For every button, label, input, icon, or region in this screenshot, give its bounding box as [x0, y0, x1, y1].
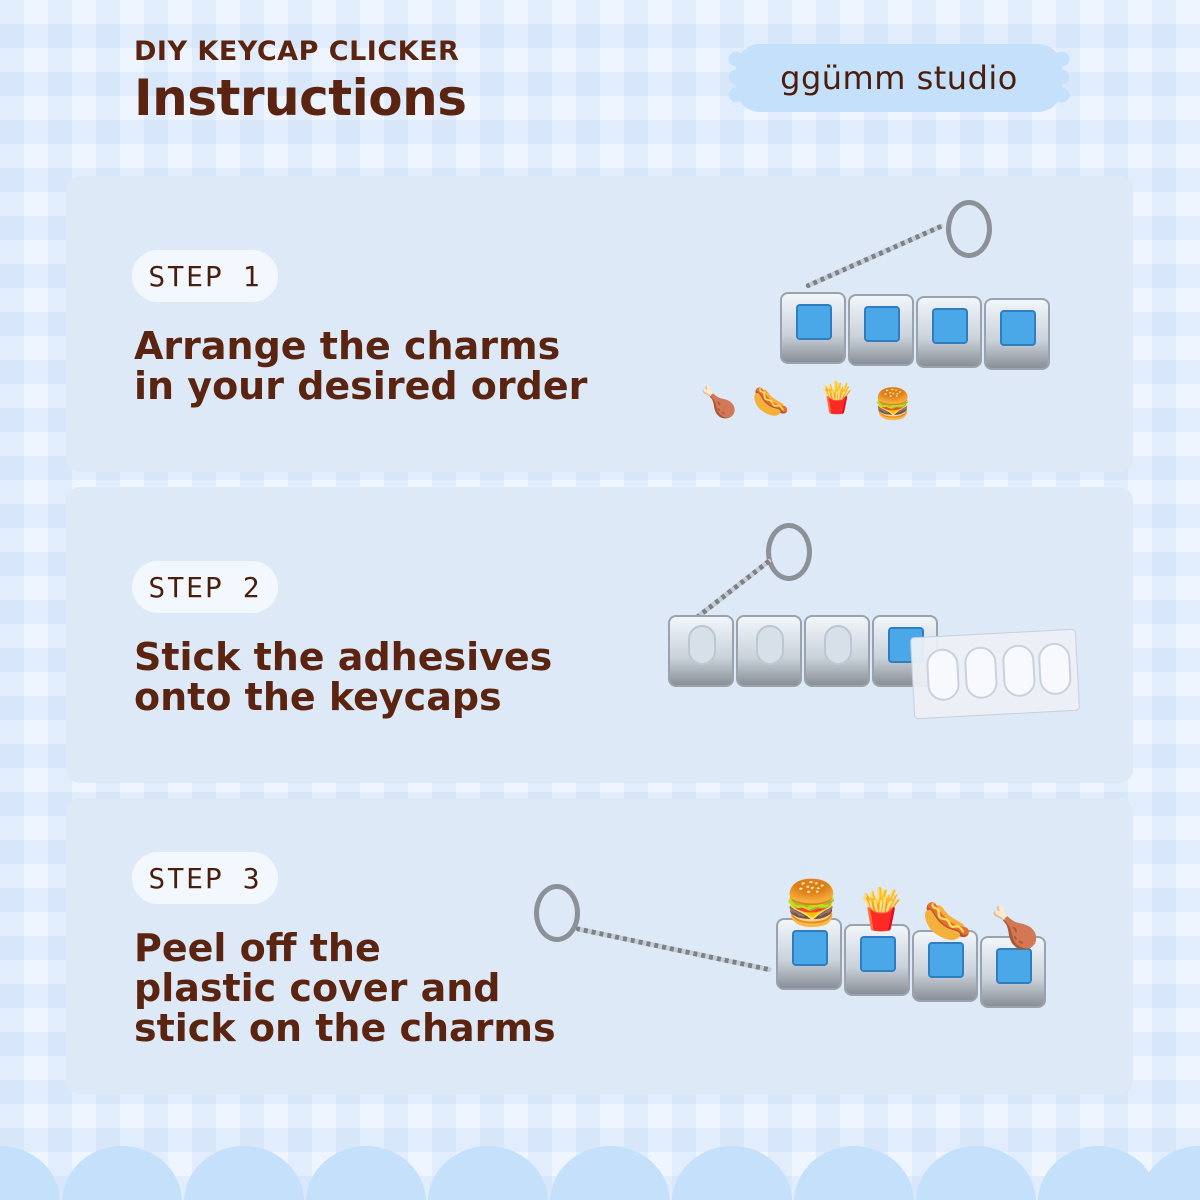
wave — [550, 1146, 670, 1200]
keycap — [780, 292, 846, 364]
keyring-icon — [946, 200, 992, 258]
header: DIY KEYCAP CLICKER Instructions — [134, 36, 467, 126]
step-3-keycap-clicker: 🍔 🍟 🌭 🍗 — [526, 868, 1046, 1048]
adhesive-dot — [1001, 643, 1037, 698]
brand-badge: ggümm studio — [728, 44, 1070, 112]
switch — [864, 306, 900, 342]
step-3-card: STEP 3 Peel off the plastic cover and st… — [66, 798, 1133, 1094]
wave — [672, 1146, 792, 1200]
step-1-card: STEP 1 Arrange the charms in your desire… — [66, 176, 1133, 472]
chain — [804, 223, 945, 289]
keycap — [980, 936, 1046, 1008]
adhesive-pad — [688, 625, 716, 665]
adhesive-dot — [963, 645, 999, 700]
step-1-label: STEP 1 — [132, 250, 278, 302]
subtitle: DIY KEYCAP CLICKER — [134, 36, 460, 67]
wave — [916, 1146, 1036, 1200]
burger-icon: 🍔 — [784, 878, 839, 929]
switch — [796, 304, 832, 340]
step-2-card: STEP 2 Stick the adhesives onto the keyc… — [66, 487, 1133, 783]
adhesive-pad — [756, 625, 784, 665]
fries-icon: 🍟 — [856, 887, 906, 933]
chicken-drumstick-icon: 🍗 — [990, 905, 1040, 951]
wave — [184, 1146, 304, 1200]
burger-icon: 🍔 — [874, 387, 912, 422]
switch — [996, 948, 1032, 984]
keycap — [668, 615, 734, 687]
keyring-icon — [766, 523, 812, 581]
step-2-label: STEP 2 — [132, 561, 278, 613]
adhesive-dot — [925, 647, 961, 702]
keycap — [736, 615, 802, 687]
hotdog-icon: 🌭 — [922, 899, 972, 945]
step-3-text: Peel off the plastic cover and stick on … — [134, 926, 556, 1050]
switch — [860, 936, 896, 972]
wave — [0, 1146, 60, 1200]
chain — [575, 926, 773, 973]
wave — [306, 1146, 426, 1200]
wave — [1140, 1146, 1200, 1200]
chicken-drumstick-icon: 🍗 — [700, 385, 738, 420]
switch — [1000, 310, 1036, 346]
keycap — [916, 296, 982, 368]
switch — [792, 930, 828, 966]
keycap — [804, 615, 870, 687]
adhesive-pad — [824, 625, 852, 665]
hotdog-icon: 🌭 — [752, 385, 790, 420]
switch — [932, 308, 968, 344]
adhesive-dot — [1037, 642, 1073, 696]
step-2-keycap-clicker — [666, 507, 1086, 727]
step-2-text: Stick the adhesives onto the keycaps — [134, 635, 553, 719]
page-title: Instructions — [134, 69, 467, 127]
adhesive-sheet — [909, 628, 1081, 720]
step-1-text: Arrange the charms in your desired order — [134, 324, 588, 408]
footer-decoration — [0, 1144, 1200, 1200]
wave — [794, 1146, 914, 1200]
step-1-keycap-clicker — [776, 196, 1056, 386]
wave — [428, 1146, 548, 1200]
keycap — [776, 918, 842, 990]
step-3-label: STEP 3 — [132, 852, 278, 904]
keyring-icon — [534, 884, 580, 942]
brand-name: ggümm studio — [780, 59, 1018, 97]
fries-icon: 🍟 — [818, 381, 856, 416]
wave — [62, 1146, 182, 1200]
keycap — [848, 294, 914, 366]
keycap — [912, 930, 978, 1002]
switch — [928, 942, 964, 978]
keycap — [844, 924, 910, 996]
keycap — [984, 298, 1050, 370]
